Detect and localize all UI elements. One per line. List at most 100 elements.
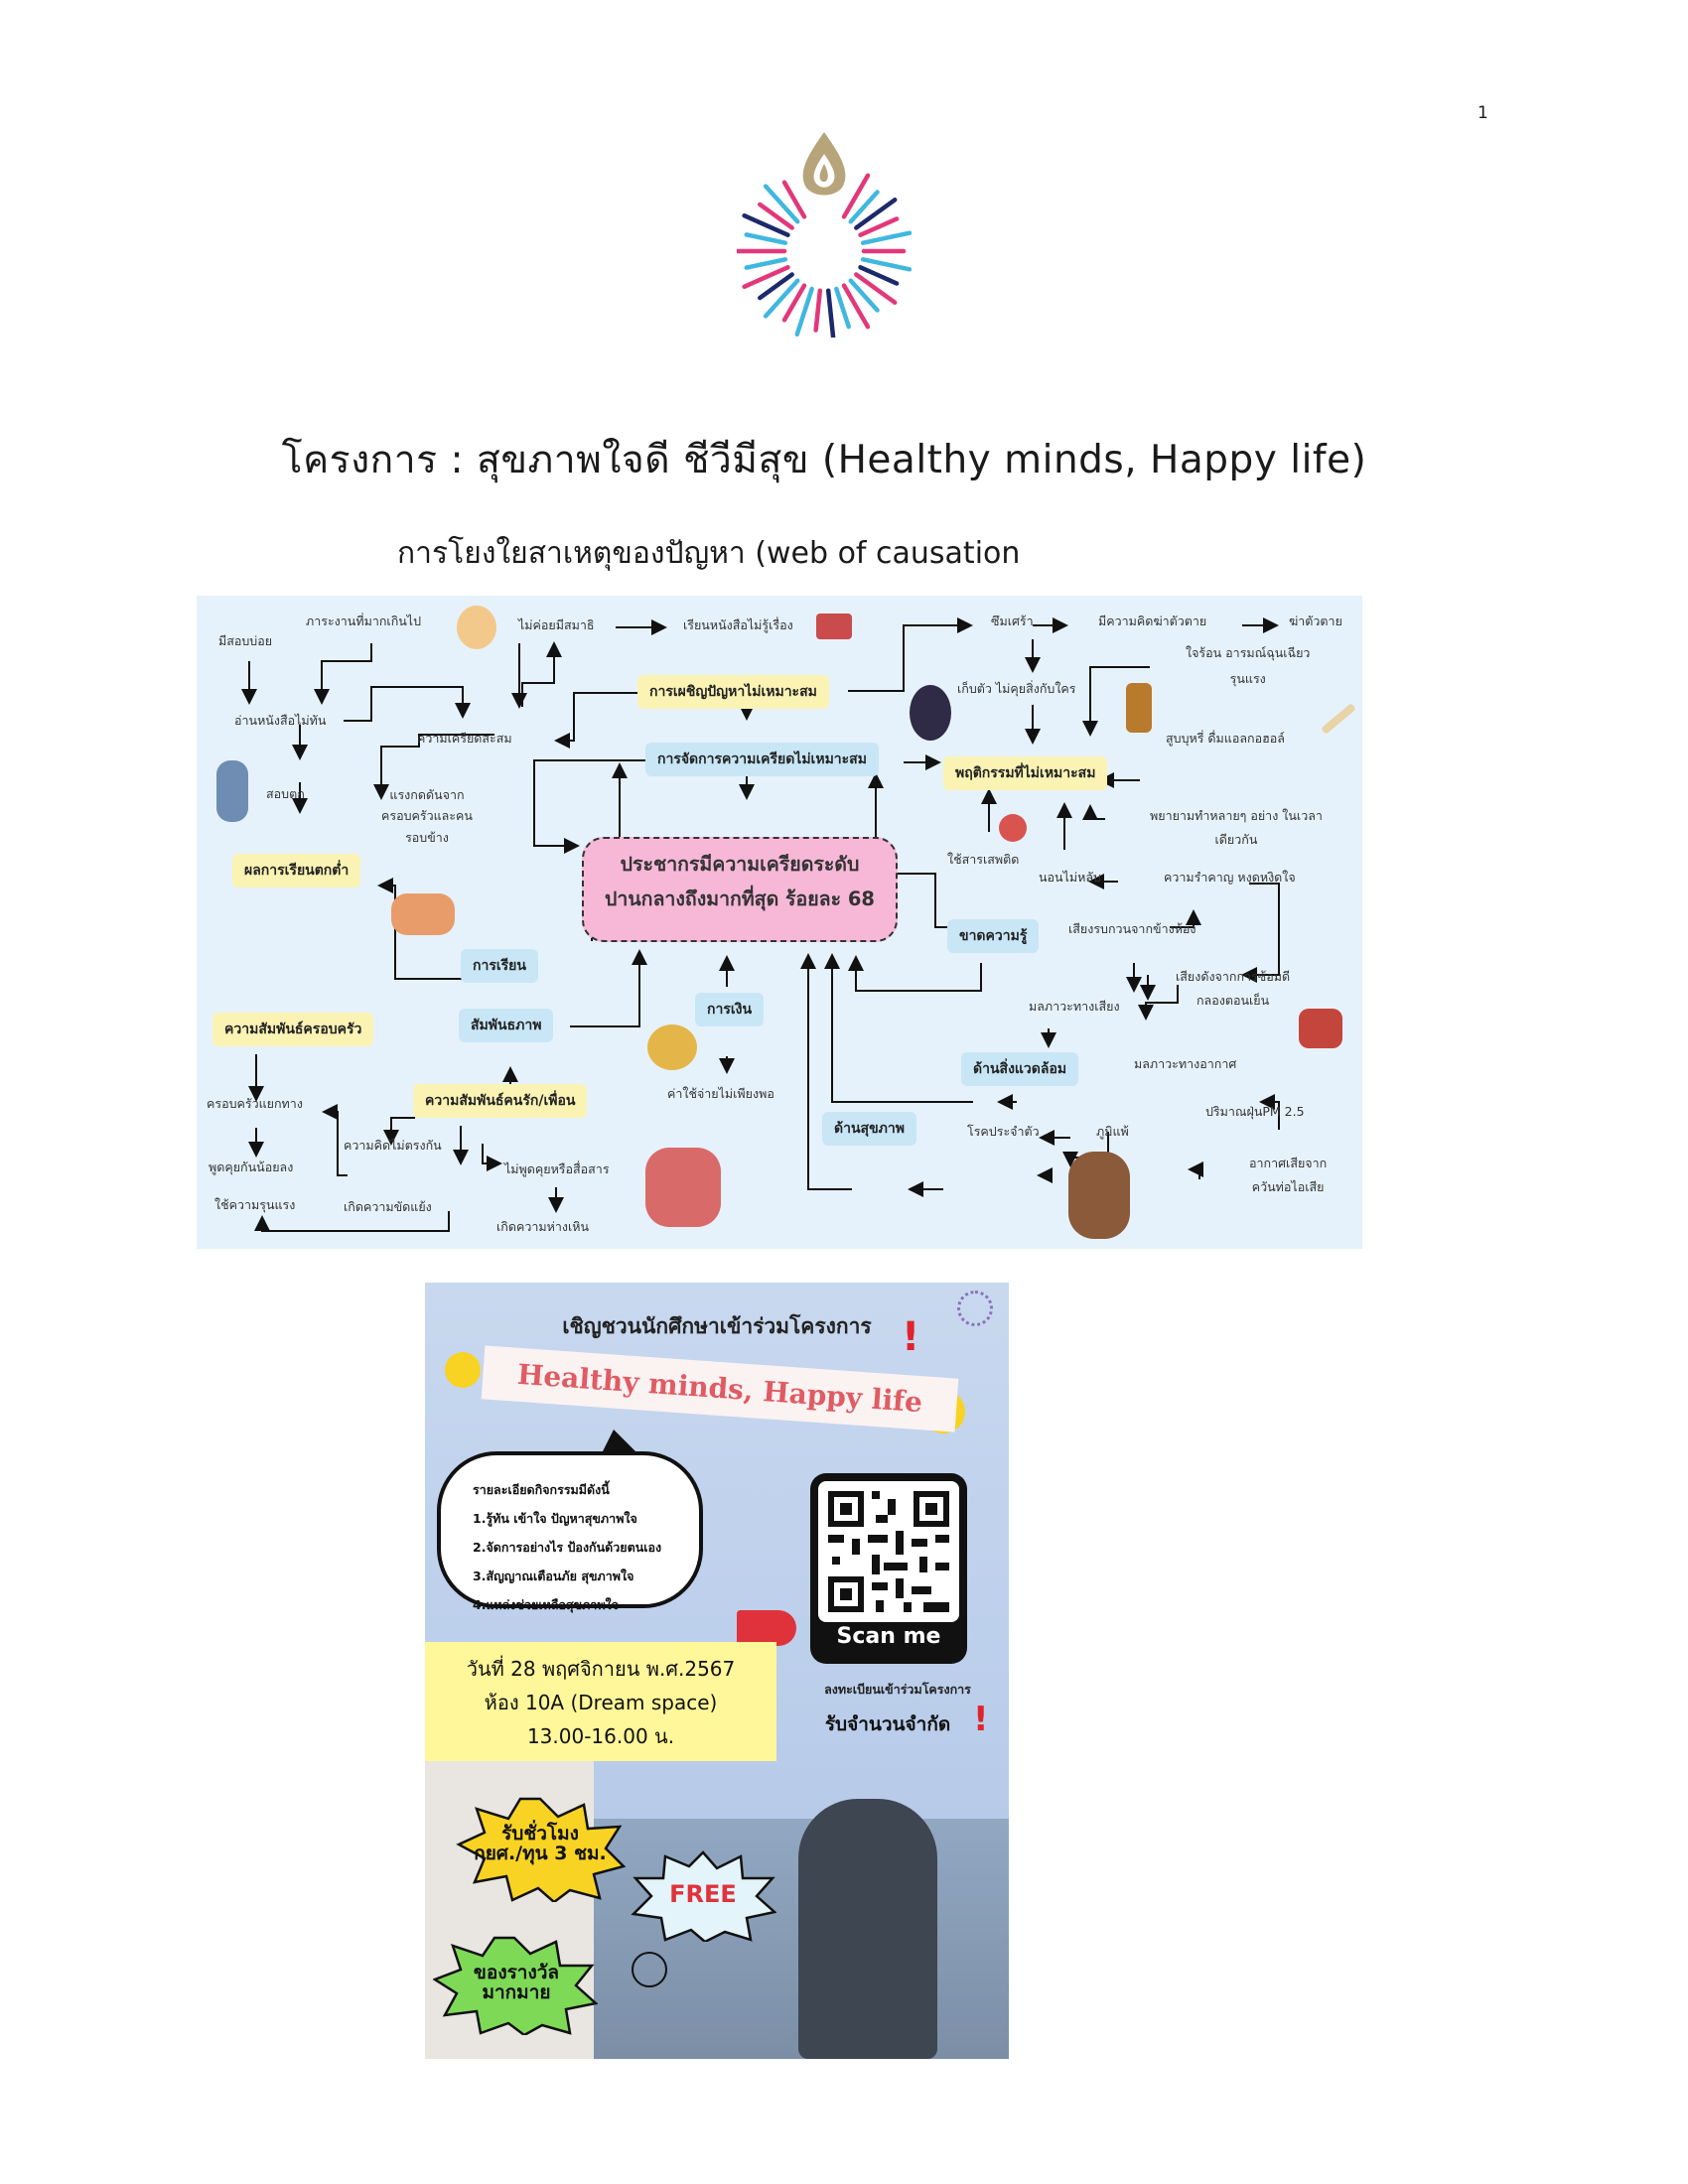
event-poster: เชิญชวนนักศึกษาเข้าร่วมโครงการ ! Healthy… bbox=[425, 1283, 1009, 2059]
node-money: การเงิน bbox=[695, 993, 765, 1026]
sad-person-illustration bbox=[910, 685, 951, 741]
event-date: วันที่ 28 พฤศจิกายน พ.ศ.2567 bbox=[466, 1657, 736, 1681]
node-stress-management: การจัดการความเครียดไม่เหมาะสม bbox=[645, 743, 879, 776]
event-time: 13.00-16.00 น. bbox=[526, 1724, 675, 1748]
note-suicidal: มีความคิดฆ่าตัวตาย bbox=[1098, 614, 1207, 628]
university-logo bbox=[737, 132, 912, 338]
node-grades: ผลการเรียนตกต่ำ bbox=[232, 854, 361, 887]
page-title: โครงการ : สุขภาพใจดี ชีวีมีสุข (Healthy … bbox=[281, 438, 1367, 482]
logo-ray bbox=[848, 190, 880, 224]
core-problem: ประชากรมีความเครียดระดับ ปานกลางถึงมากที… bbox=[582, 837, 898, 942]
core-line-1: ประชากรมีความเครียดระดับ bbox=[620, 853, 860, 876]
note-temper-2: รุนแรง bbox=[1229, 670, 1266, 686]
note-smoke: สูบบุหรี่ ดื่มแอลกอฮอล์ bbox=[1166, 731, 1285, 746]
hours-line-2: กยศ./ทุน 3 ชม. bbox=[474, 1842, 607, 1864]
note-drum-practice-2: กลองตอนเย็น bbox=[1196, 992, 1270, 1008]
note-pressure-1: แรงกดดันจาก bbox=[389, 787, 465, 802]
note-reading: อ่านหนังสือไม่ทัน bbox=[234, 713, 327, 728]
exclaim-icon-red: ! bbox=[973, 1700, 989, 1739]
note-multitask-2: เดียวกัน bbox=[1214, 831, 1258, 847]
note-neighbor-noise: เสียงรบกวนจากข้างห้อง bbox=[1068, 921, 1196, 936]
note-disease: โรคประจำตัว bbox=[967, 1124, 1040, 1139]
bottle-illustration bbox=[1126, 683, 1152, 733]
note-family-apart: ครอบครัวแยกทาง bbox=[207, 1096, 303, 1111]
note-fail-exam: สอบตก bbox=[266, 786, 305, 801]
teacher-illustration bbox=[216, 760, 248, 822]
megaphone-icon bbox=[737, 1610, 796, 1646]
note-mismatch: ความคิดไม่ตรงกัน bbox=[344, 1138, 442, 1153]
free-burst bbox=[631, 1850, 776, 1942]
logo-ray bbox=[742, 265, 790, 290]
registration-qr-card[interactable]: Scan me bbox=[810, 1473, 967, 1664]
hours-line-1: รับชั่วโมง bbox=[501, 1823, 579, 1844]
note-no-talk: ไม่พูดคุยหรือสื่อสาร bbox=[504, 1161, 610, 1176]
logo-ray bbox=[834, 286, 851, 330]
detail-line-4: 3.สัญญาณเตือนภัย สุขภาพใจ bbox=[473, 1569, 634, 1583]
logo-ray bbox=[758, 202, 794, 230]
note-guilt: ความรำคาญ หงุดหงิดใจ bbox=[1164, 870, 1296, 885]
node-relations: สัมพันธภาพ bbox=[459, 1009, 554, 1042]
detail-line-2: 1.รู้ทัน เข้าใจ ปัญหาสุขภาพใจ bbox=[473, 1511, 637, 1526]
note-drum-practice-1: เสียงดังจากการซ้อมดี bbox=[1176, 969, 1291, 984]
hours-burst-text: รับชั่วโมง กยศ./ทุน 3 ชม. bbox=[473, 1823, 608, 1864]
poster-heading: เชิญชวนนักศึกษาเข้าร่วมโครงการ bbox=[562, 1314, 872, 1338]
logo-ray bbox=[841, 173, 871, 219]
limited-seats-label: รับจำนวนจำกัด bbox=[824, 1713, 951, 1735]
logo-ray bbox=[781, 283, 807, 323]
prize-line-1: ของรางวัล bbox=[473, 1962, 560, 1983]
node-knowledge: ขาดความรู้ bbox=[947, 919, 1040, 953]
note-suicide: ฆ่าตัวตาย bbox=[1289, 614, 1342, 628]
prize-burst bbox=[433, 1936, 598, 2035]
detail-line-1: รายละเอียดกิจกรรมมีดังนี้ bbox=[473, 1482, 610, 1497]
note-temper: ใจร้อน อารมณ์ฉุนเฉียว รุนแรง bbox=[1186, 645, 1310, 686]
student-illustration bbox=[457, 606, 496, 649]
conflict-illustration bbox=[645, 1148, 721, 1227]
logo-ray bbox=[758, 272, 794, 301]
note-air-pollution: มลภาวะทางอากาศ bbox=[1134, 1056, 1237, 1071]
note-pressure: แรงกดดันจาก ครอบครัวและคน รอบข้าง bbox=[381, 784, 473, 848]
logo-ray bbox=[794, 286, 814, 337]
logo-ray bbox=[744, 232, 788, 245]
prize-line-2: มากมาย bbox=[482, 1980, 551, 2003]
books-illustration bbox=[816, 614, 852, 639]
activity-details-bubble: รายละเอียดกิจกรรมมีดังนี้ 1.รู้ทัน เข้าใ… bbox=[437, 1451, 703, 1612]
note-pressure-3: รอบข้าง bbox=[405, 829, 449, 845]
logo-ray bbox=[858, 265, 900, 286]
note-expense: ค่าใช้จ่ายไม่เพียงพอ bbox=[667, 1086, 774, 1101]
logo-ray bbox=[781, 180, 807, 219]
logo-ray bbox=[841, 283, 871, 330]
logo-ray bbox=[744, 257, 788, 270]
node-study: การเรียน bbox=[461, 949, 538, 983]
qr-code[interactable] bbox=[818, 1481, 959, 1622]
note-drugs: ใช้สารเสพติด bbox=[947, 852, 1020, 867]
logo-ray bbox=[860, 257, 912, 272]
core-line-2: ปานกลางถึงมากที่สุด ร้อยละ 68 bbox=[605, 887, 875, 911]
kids-illustration bbox=[391, 893, 455, 935]
note-multitask: พยายามทำหลายๆ อย่าง ในเวลา เดียวกัน bbox=[1150, 804, 1323, 852]
note-not-understand: เรียนหนังสือไม่รู้เรื่อง bbox=[683, 617, 793, 632]
note-temper-1: ใจร้อน อารมณ์ฉุนเฉียว bbox=[1186, 645, 1311, 660]
node-environment: ด้านสิ่งแวดล้อม bbox=[961, 1052, 1079, 1086]
event-datetime-card: วันที่ 28 พฤศจิกายน พ.ศ.2567 ห้อง 10A (D… bbox=[425, 1642, 776, 1761]
logo-ray bbox=[763, 278, 800, 319]
note-exhaust-2: ควันท่อไอเสีย bbox=[1251, 1178, 1325, 1194]
logo-ray bbox=[825, 288, 836, 338]
scan-me-label: Scan me bbox=[836, 1624, 941, 1649]
detail-line-5: 4.แหล่งช่วยเหลือสุขภาพใจ bbox=[473, 1597, 620, 1612]
node-behavior: พฤติกรรมที่ไม่เหมาะสม bbox=[943, 756, 1108, 790]
detail-line-3: 2.จัดการอย่างไร ป้องกันด้วยตนเอง bbox=[473, 1540, 662, 1555]
exclaim-icon: ! bbox=[902, 1314, 920, 1360]
node-health: ด้านสุขภาพ bbox=[822, 1112, 916, 1146]
free-label: FREE bbox=[669, 1880, 737, 1908]
logo-ray bbox=[813, 288, 823, 333]
hours-burst bbox=[456, 1797, 626, 1902]
note-talk-less: พูดคุยกันน้อยลง bbox=[209, 1160, 294, 1174]
allergy-person-illustration bbox=[1068, 1152, 1130, 1239]
qr-pattern bbox=[828, 1491, 949, 1612]
drum-illustration bbox=[1299, 1009, 1342, 1048]
node-family: ความสัมพันธ์ครอบครัว bbox=[212, 1013, 374, 1046]
web-of-causation-diagram: การเผชิญปัญหาไม่เหมาะสม การจัดการความเคร… bbox=[197, 596, 1362, 1249]
logo-ray bbox=[848, 278, 880, 313]
note-no-focus: ไม่ค่อยมีสมาธิ bbox=[518, 617, 595, 632]
pills-illustration bbox=[999, 814, 1027, 842]
